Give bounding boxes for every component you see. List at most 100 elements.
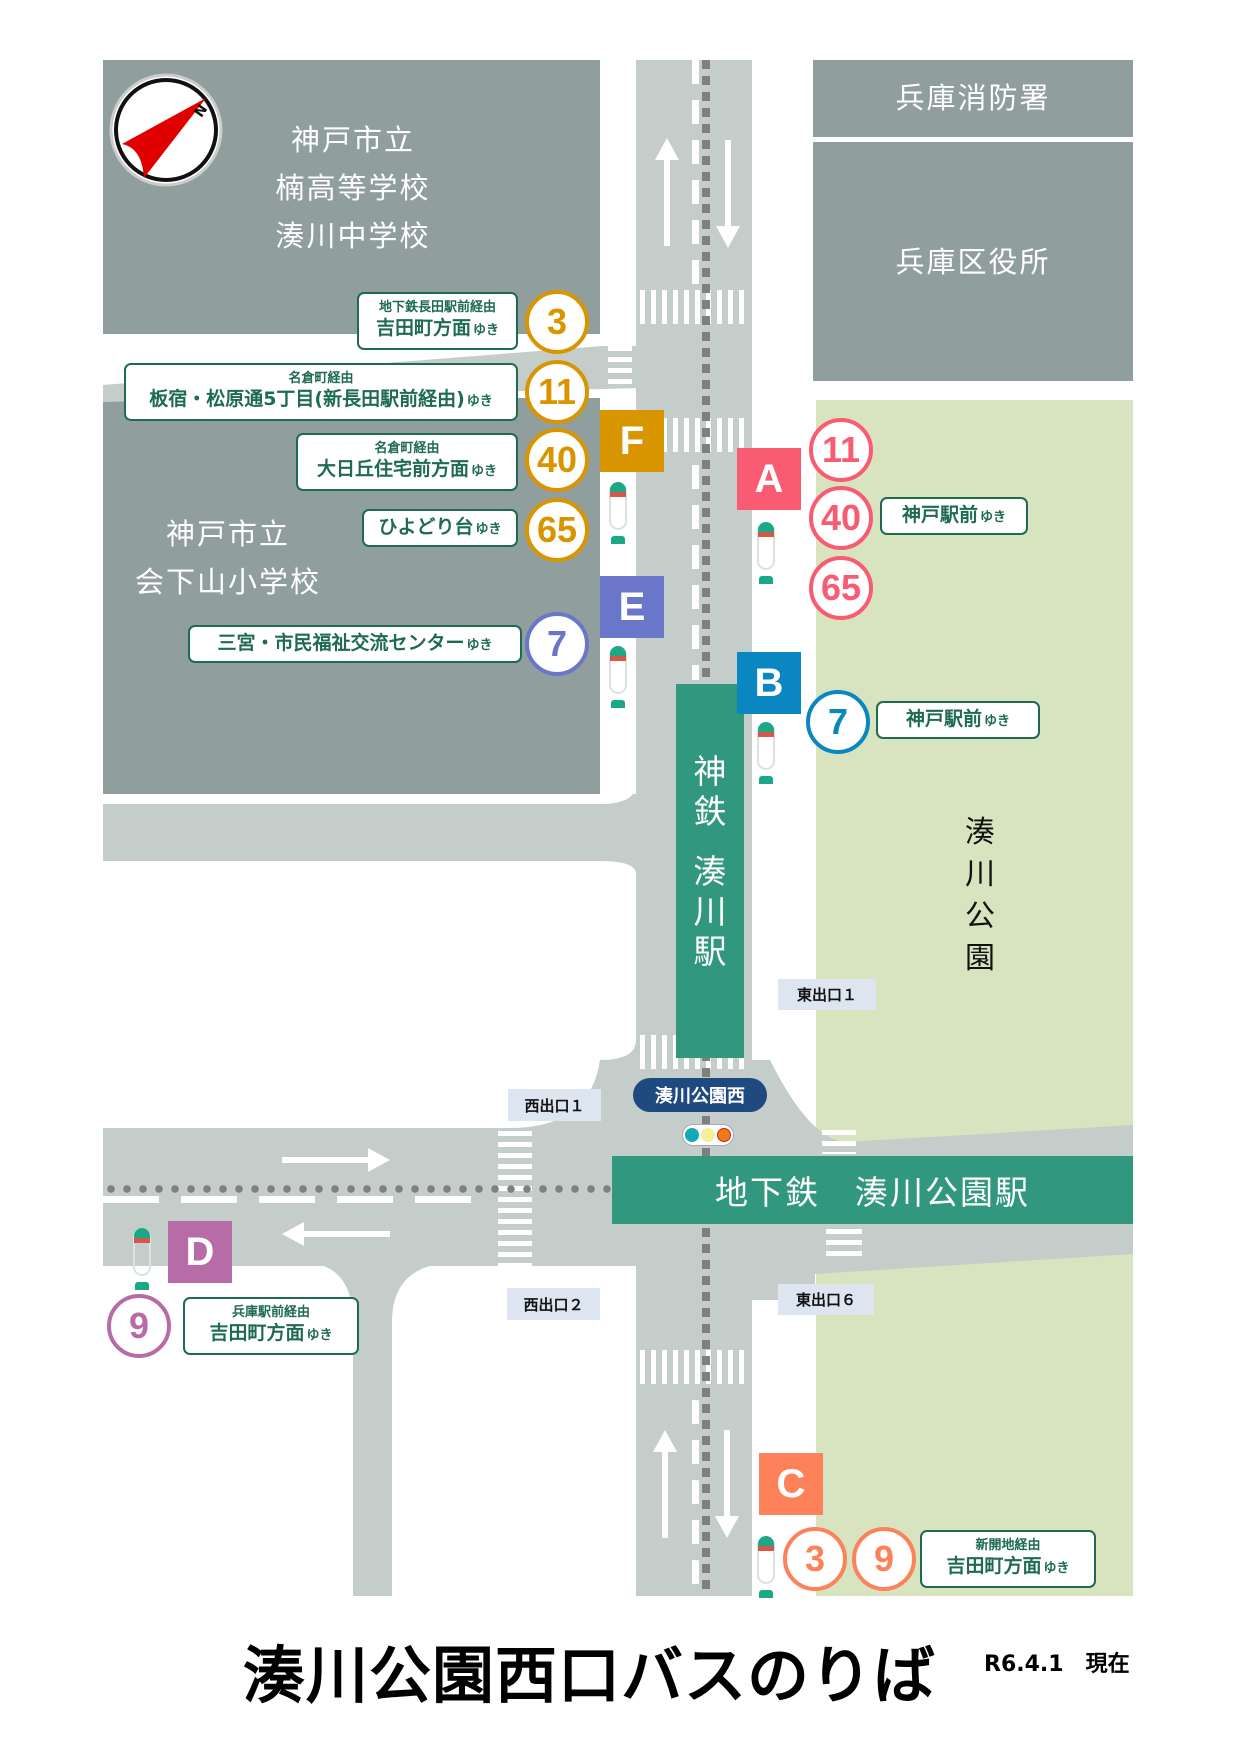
exit-label: 東出口６ — [795, 1291, 856, 1309]
label-char: 公 — [965, 899, 995, 934]
building-ward-office — [813, 142, 1133, 381]
label-line: 神戸市立 — [290, 123, 415, 157]
lane-line-mid — [692, 465, 699, 680]
crosswalk-side-street — [608, 346, 632, 386]
stop-letter-F: F — [600, 410, 664, 472]
dest-text: 吉田町方面 — [209, 1321, 305, 1344]
station-char: 川 — [693, 892, 727, 931]
route-badge-A-11[interactable]: 11 — [809, 418, 873, 482]
destination-F-40: 名倉町経由 大日丘住宅前方面ゆき — [296, 433, 518, 491]
via-text: 名倉町経由 — [374, 440, 440, 456]
exit-east-6: 東出口６ — [778, 1284, 874, 1315]
route-badge-C-9[interactable]: 9 — [852, 1527, 916, 1591]
lane-line-north — [692, 60, 699, 300]
north-arrow-icon: N — [109, 73, 223, 187]
subway-minatogawa-koen-station: 地下鉄 湊川公園駅 — [612, 1156, 1133, 1224]
route-badge-B-7[interactable]: 7 — [806, 690, 870, 754]
label-fire-station: 兵庫消防署 — [813, 74, 1133, 122]
exit-label: 西出口２ — [523, 1295, 584, 1314]
label-line: 楠高等学校 — [275, 171, 431, 205]
via-text: 新開地経由 — [975, 1537, 1041, 1553]
intersection-name: 湊川公園西 — [655, 1086, 745, 1107]
stop-letter-D: D — [168, 1221, 232, 1283]
arrow-east — [282, 1148, 390, 1172]
route-badge-F-40[interactable]: 40 — [525, 428, 589, 492]
subway-track — [103, 1185, 623, 1193]
dest-text: 大日丘住宅前方面 — [316, 457, 469, 480]
bus-stop-pole-icon — [757, 522, 775, 586]
label-line: 会下山小学校 — [134, 565, 321, 599]
bus-stop-pole-icon — [609, 646, 627, 710]
yuki-text: ゆき — [466, 393, 493, 409]
west-road-mid — [103, 804, 663, 861]
destination-A: 神戸駅前ゆき — [880, 497, 1028, 535]
label-char: 川 — [965, 857, 995, 892]
page-title: 湊川公園西口バスのりば — [243, 1639, 937, 1712]
exit-label: 西出口１ — [524, 1096, 585, 1115]
route-badge-A-65[interactable]: 65 — [809, 556, 873, 620]
label-egeyama-school: 神戸市立 会下山小学校 — [128, 510, 328, 606]
arrow-down-north — [716, 140, 740, 248]
dest-text: 神戸駅前 — [905, 707, 982, 730]
route-badge-F-3[interactable]: 3 — [525, 290, 589, 354]
label-char: 湊 — [965, 815, 995, 850]
yuki-text: ゆき — [473, 322, 500, 338]
date-note: R6.4.1 現在 — [984, 1652, 1130, 1677]
route-badge-D-9[interactable]: 9 — [107, 1294, 171, 1358]
destination-D: 兵庫駅前経由 吉田町方面ゆき — [183, 1297, 359, 1355]
route-badge-F-65[interactable]: 65 — [525, 498, 589, 562]
route-badge-F-11[interactable]: 11 — [525, 360, 589, 424]
route-badge-A-40[interactable]: 40 — [809, 486, 873, 550]
dest-text: 吉田町方面 — [946, 1554, 1042, 1577]
subway-station-label: 地下鉄 湊川公園駅 — [715, 1173, 1030, 1212]
destination-B: 神戸駅前ゆき — [876, 701, 1040, 739]
stop-letter-B: B — [737, 652, 801, 714]
arrow-west — [282, 1222, 390, 1246]
destination-C: 新開地経由 吉田町方面ゆき — [920, 1530, 1096, 1588]
via-text: 地下鉄長田駅前経由 — [378, 299, 496, 315]
exit-west-1: 西出口１ — [508, 1089, 601, 1121]
arrow-up-south — [653, 1430, 677, 1538]
stop-letter-A: A — [737, 448, 801, 510]
station-char: 神 — [693, 752, 727, 791]
exit-east-1: 東出口１ — [778, 979, 876, 1010]
traffic-signal-icon — [682, 1124, 734, 1146]
yuki-text: ゆき — [980, 509, 1007, 525]
station-char: 駅 — [693, 932, 727, 971]
station-char: 鉄 — [693, 792, 727, 831]
dest-text: 三宮・市民福祉交流センター — [217, 631, 465, 654]
yuki-text: ゆき — [1043, 1560, 1070, 1576]
destination-F-3: 地下鉄長田駅前経由 吉田町方面ゆき — [357, 292, 518, 350]
west-road-mid-corner — [600, 794, 640, 874]
dest-text: 吉田町方面 — [375, 316, 471, 339]
label-line: 神戸市立 — [165, 517, 290, 551]
bus-stop-pole-icon — [609, 482, 627, 546]
yuki-text: ゆき — [475, 521, 502, 537]
label-ward-office: 兵庫区役所 — [813, 238, 1133, 286]
south-spur-corners — [300, 1262, 460, 1322]
label-park: 湊 川 公 園 — [955, 812, 1005, 980]
yuki-text: ゆき — [984, 713, 1011, 729]
destination-F-11: 名倉町経由 板宿・松原通5丁目(新長田駅前経由)ゆき — [124, 363, 518, 421]
yuki-text: ゆき — [306, 1327, 333, 1343]
route-badge-E-7[interactable]: 7 — [525, 612, 589, 676]
bus-stop-pole-icon — [757, 722, 775, 786]
crosswalk-east-north — [822, 1130, 856, 1154]
stop-letter-E: E — [600, 576, 664, 638]
building-fire-station — [813, 60, 1133, 137]
label-char: 園 — [965, 941, 995, 976]
crosswalk-west — [498, 1131, 532, 1266]
dest-text: ひよどり台 — [378, 515, 474, 538]
route-badge-C-3[interactable]: 3 — [783, 1527, 847, 1591]
bus-stop-pole-icon — [757, 1536, 775, 1600]
lane-line-south — [692, 1400, 699, 1596]
destination-E-7: 三宮・市民福祉交流センターゆき — [188, 625, 522, 663]
dest-text: 板宿・松原通5丁目(新長田駅前経由) — [149, 387, 465, 410]
arrow-down-south — [715, 1430, 739, 1538]
exit-label: 東出口１ — [796, 986, 857, 1004]
label-line: 兵庫区役所 — [895, 245, 1051, 279]
via-text: 名倉町経由 — [288, 370, 354, 386]
yuki-text: ゆき — [466, 637, 493, 653]
intersection-name-badge: 湊川公園西 — [633, 1078, 767, 1112]
label-line: 湊川中学校 — [275, 219, 431, 253]
